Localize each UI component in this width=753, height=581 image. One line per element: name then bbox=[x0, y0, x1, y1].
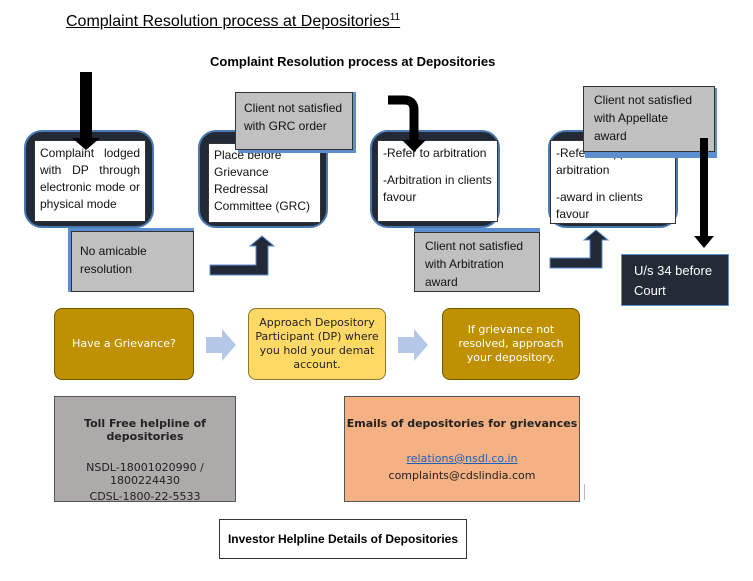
arrow-esc1-to-step2 bbox=[209, 235, 276, 276]
divider-mark bbox=[584, 484, 585, 500]
escalation-3-box: Client not satisfied with Arbitration aw… bbox=[414, 232, 540, 292]
arrow-start-down bbox=[72, 72, 100, 150]
court-box: U/s 34 before Court bbox=[621, 254, 729, 306]
step-4-line-2: -award in clients favour bbox=[556, 190, 643, 221]
helpline-cdsl: CDSL-1800-22-5533 bbox=[89, 490, 201, 503]
escalation-1-box: No amicable resolution bbox=[71, 231, 194, 292]
arrow-esc2-to-step3 bbox=[388, 95, 426, 152]
flow-item-approach-dp: Approach Depository Participant (DP) whe… bbox=[248, 308, 386, 380]
flow-arrow-1 bbox=[206, 329, 236, 361]
caption-box: Investor Helpline Details of Depositorie… bbox=[219, 519, 467, 559]
helpline-nsdl: NSDL-18001020990 / 1800224430 bbox=[86, 461, 204, 487]
email-nsdl-link[interactable]: relations@nsdl.co.in bbox=[406, 452, 518, 465]
escalation-4-box: Client not satisfied with Appellate awar… bbox=[583, 86, 715, 152]
arrow-esc4-to-court bbox=[694, 138, 714, 248]
flow-arrow-2 bbox=[398, 329, 428, 361]
diagram-title: Complaint Resolution process at Deposito… bbox=[210, 54, 496, 69]
flow-item-approach-depository: If grievance not resolved, approach your… bbox=[442, 308, 580, 380]
document-title: Complaint Resolution process at Deposito… bbox=[66, 12, 400, 31]
step-2-box: Place before Grievance Redressal Committ… bbox=[208, 143, 321, 223]
emails-title: Emails of depositories for grievances bbox=[346, 417, 578, 430]
flow-item-have-grievance: Have a Grievance? bbox=[54, 308, 194, 380]
arrow-esc3-to-step4 bbox=[549, 229, 610, 269]
escalation-2-box: Client not satisfied with GRC order bbox=[235, 92, 353, 150]
helpline-box: Toll Free helpline of depositories NSDL-… bbox=[54, 396, 236, 503]
step-3-box: -Refer to arbitration -Arbitration in cl… bbox=[377, 140, 498, 222]
step-3-line-1: -Refer to arbitration bbox=[383, 146, 487, 160]
step-3-line-2: -Arbitration in clients favour bbox=[383, 173, 492, 204]
emails-box: Emails of depositories for grievances re… bbox=[344, 396, 580, 502]
email-cdsl: complaints@cdslindia.com bbox=[388, 469, 536, 482]
helpline-title: Toll Free helpline of depositories bbox=[84, 417, 206, 443]
footnote-marker: 11 bbox=[389, 12, 401, 23]
document-title-text: Complaint Resolution process at Deposito… bbox=[66, 13, 390, 30]
